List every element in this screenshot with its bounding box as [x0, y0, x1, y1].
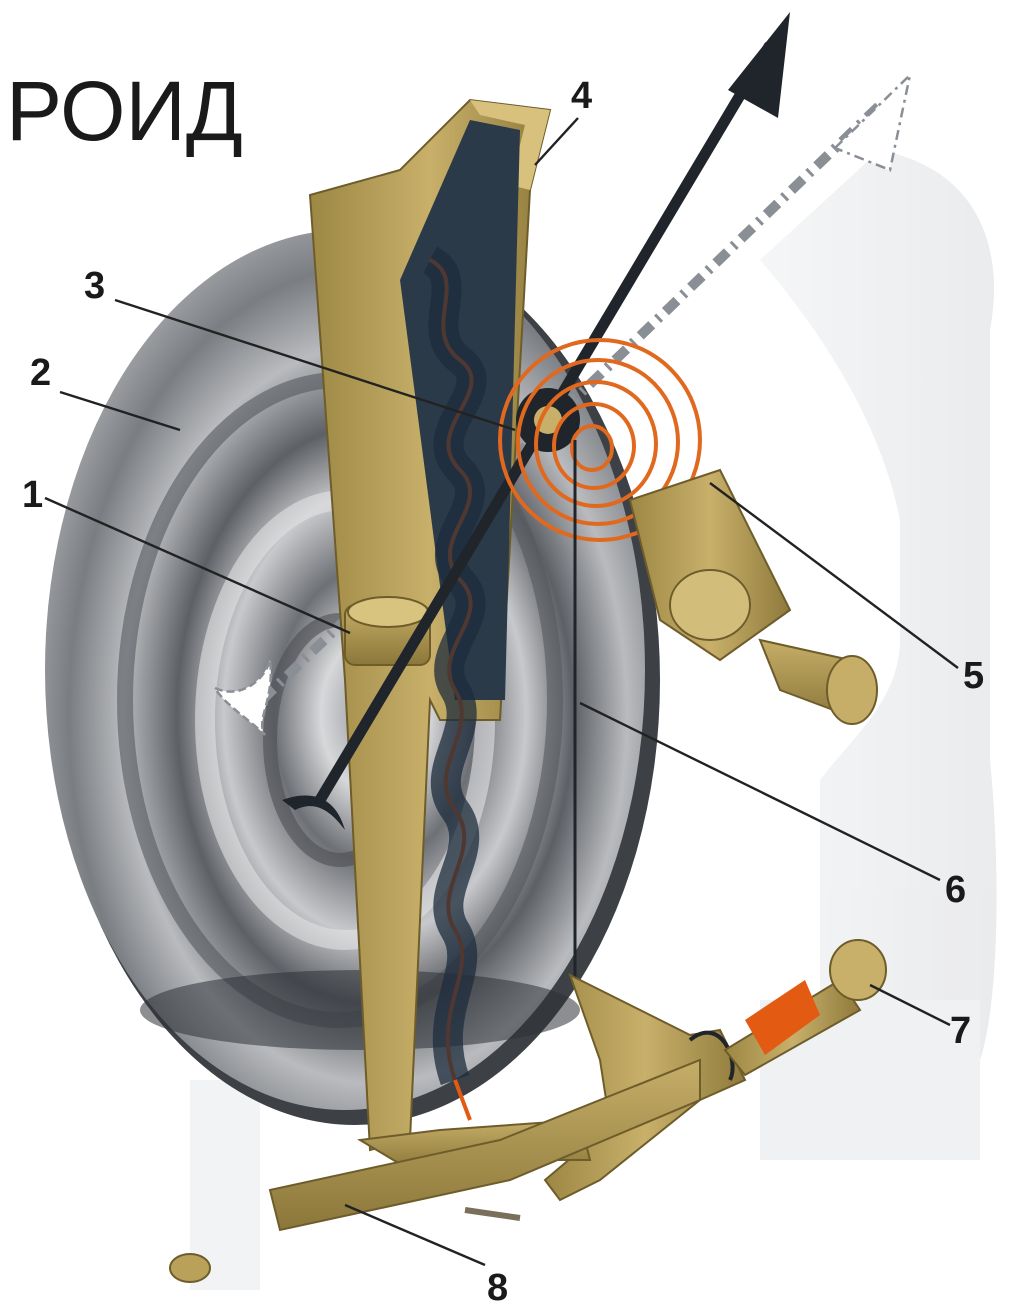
- callout-1: 1: [22, 474, 43, 516]
- foot: [170, 1254, 210, 1282]
- callout-8: 8: [487, 1267, 508, 1309]
- callout-7: 7: [950, 1010, 971, 1052]
- callout-4: 4: [571, 75, 592, 117]
- spring-bracket: [630, 470, 877, 724]
- leader-8: [345, 1205, 485, 1265]
- callout-6: 6: [945, 869, 966, 911]
- callout-5: 5: [963, 655, 984, 697]
- title-fragment: РОИД: [6, 64, 243, 158]
- callout-3: 3: [84, 265, 105, 307]
- callout-2: 2: [30, 352, 51, 394]
